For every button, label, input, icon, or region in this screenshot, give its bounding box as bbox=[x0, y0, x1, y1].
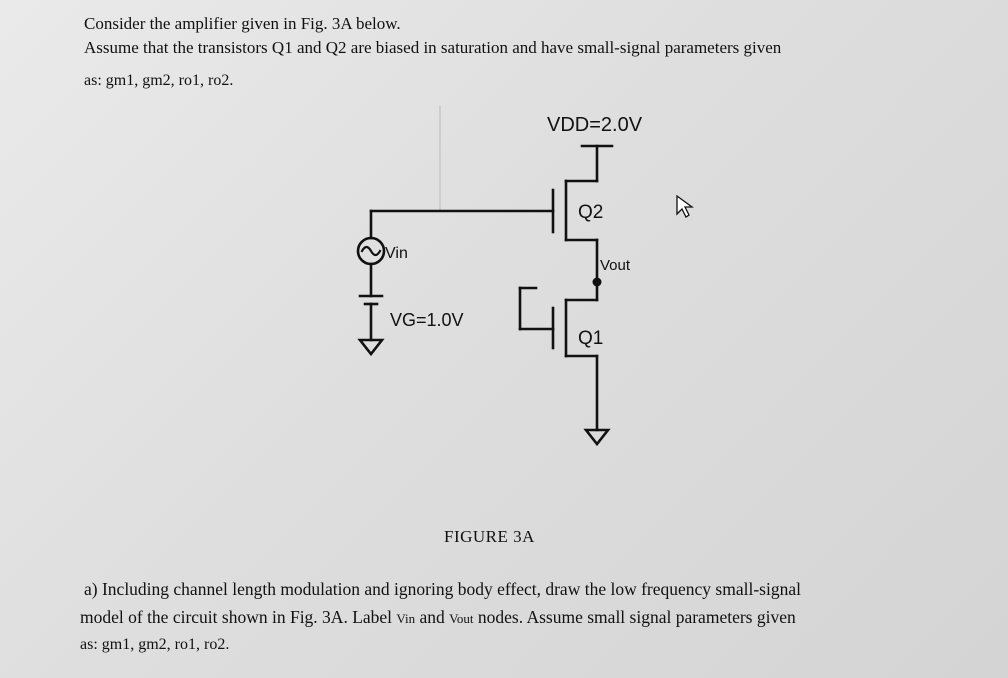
question-line-2-end: nodes. Assume small signal parameters gi… bbox=[477, 607, 796, 627]
vout-node-dot bbox=[592, 277, 602, 287]
vin-inline: Vin bbox=[396, 611, 416, 626]
question-line-2: model of the circuit shown in Fig. 3A. L… bbox=[80, 607, 796, 628]
intro-line-3: as: gm1, gm2, ro1, ro2. bbox=[84, 72, 234, 89]
intro-line-2: Assume that the transistors Q1 and Q2 ar… bbox=[84, 38, 782, 57]
mouse-cursor-icon bbox=[676, 194, 694, 218]
question-line-1: a) Including channel length modulation a… bbox=[84, 579, 801, 599]
vg-label: VG=1.0V bbox=[390, 310, 464, 330]
vdd-label: VDD=2.0V bbox=[547, 114, 643, 136]
q2-label: Q2 bbox=[578, 202, 603, 223]
question-and: and bbox=[419, 607, 445, 627]
ac-wave bbox=[360, 245, 382, 257]
ground-vin bbox=[357, 338, 385, 357]
ground-q1 bbox=[583, 428, 611, 447]
q1-label: Q1 bbox=[578, 328, 603, 349]
question-line-3: as: gm1, gm2, ro1, ro2. bbox=[80, 636, 230, 653]
intro-line-1: Consider the amplifier given in Fig. 3A … bbox=[84, 14, 401, 33]
figure-caption: FIGURE 3A bbox=[444, 527, 535, 546]
vin-label: Vin bbox=[385, 245, 408, 262]
question-line-2-start: model of the circuit shown in Fig. 3A. L… bbox=[80, 607, 393, 627]
vout-label: Vout bbox=[600, 257, 631, 274]
vout-inline: Vout bbox=[449, 611, 474, 626]
